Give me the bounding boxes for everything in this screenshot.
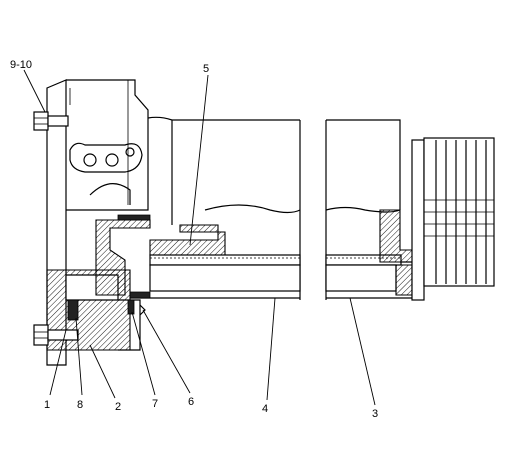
end-cap [379,137,495,301]
seal-assembly [67,214,151,321]
callout-4: 4 [262,403,268,415]
bolt-upper [33,111,69,131]
callout-6: 6 [188,396,194,408]
callout-5: 5 [203,63,209,75]
callout-7: 7 [152,398,158,410]
callout-8: 8 [77,399,83,411]
callout-1: 1 [44,399,50,411]
filter-element [149,224,402,292]
callout-2: 2 [115,401,121,413]
bolt-lower [33,324,79,346]
callout-3: 3 [372,408,378,420]
callout-9-10: 9-10 [10,59,32,71]
leader-lines [23,69,376,406]
